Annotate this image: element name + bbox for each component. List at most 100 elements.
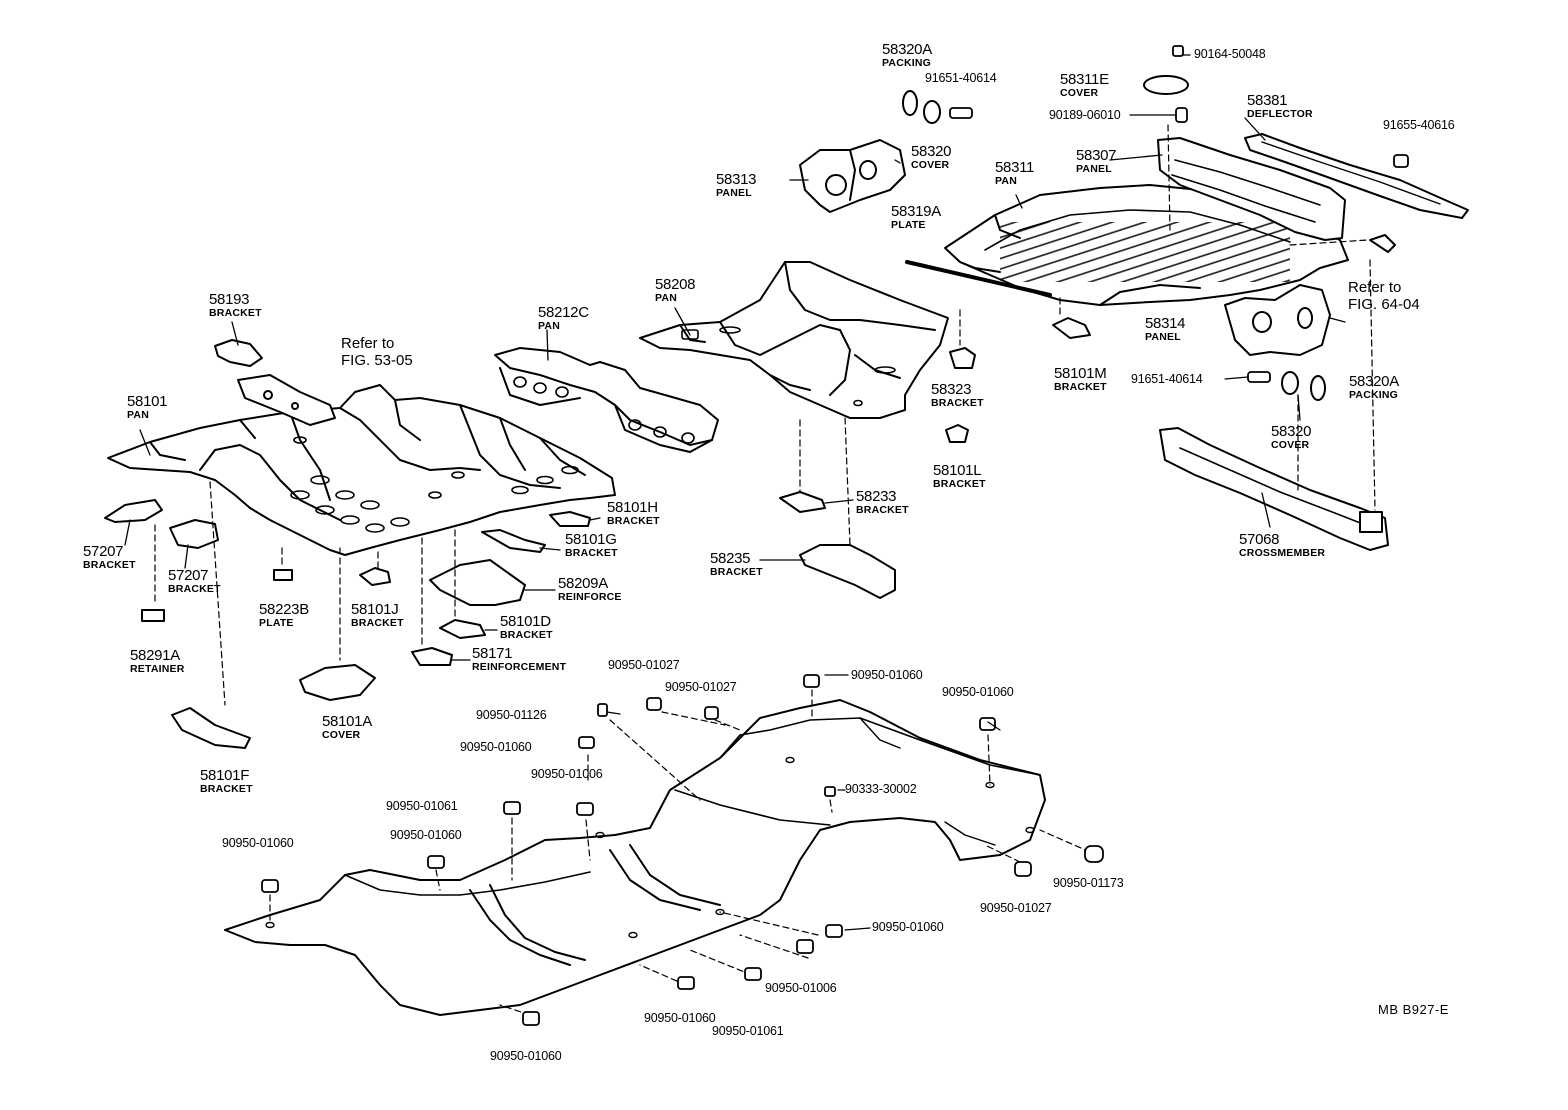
callout-58101G: 58101G BRACKET xyxy=(565,532,618,559)
part-caption: PAN xyxy=(995,175,1017,187)
part-number: 58193 xyxy=(209,291,250,308)
reinforcement-58171-shape xyxy=(411,647,453,666)
part-number: 58212C xyxy=(538,304,589,321)
reference-line-2: FIG. 53-05 xyxy=(341,351,413,369)
part-caption: DEFLECTOR xyxy=(1247,108,1313,120)
callout-58320-top: 58320 COVER xyxy=(911,143,952,171)
cover-58311E-shape xyxy=(1143,75,1189,95)
plug-label-1: 90950-01027 xyxy=(608,658,680,672)
part-number: 57207 xyxy=(83,543,124,560)
callout-58320-right: 58320 COVER xyxy=(1271,424,1312,451)
bracket-58101D-shape xyxy=(439,619,486,639)
callout-58311E: 58311E COVER xyxy=(1060,72,1109,99)
callout-91651-40614-right: 91651-40614 xyxy=(1131,372,1203,386)
plug-label-7: 90950-01006 xyxy=(531,767,603,781)
part-caption: PAN xyxy=(127,409,149,421)
reference-line-2: FIG. 64-04 xyxy=(1348,295,1420,313)
callout-58223B: 58223B PLATE xyxy=(259,602,309,629)
part-caption: BRACKET xyxy=(710,566,763,578)
bracket-ref-shape xyxy=(1369,234,1396,253)
bracket-57207-a-shape xyxy=(104,499,163,523)
bracket-57207-b-shape xyxy=(169,519,219,549)
callout-58313: 58313 PANEL xyxy=(716,172,757,199)
part-number: 58320A xyxy=(1349,373,1399,390)
reference-fig-64-04: Refer to FIG. 64-04 xyxy=(1348,279,1420,314)
crossmember-57068 xyxy=(1159,427,1389,551)
part-number: 58320 xyxy=(911,143,952,160)
part-caption: BRACKET xyxy=(931,397,984,409)
pan-58208 xyxy=(639,261,949,419)
plug-label-18: 90950-01060 xyxy=(490,1049,562,1063)
part-number: 57207 xyxy=(168,567,209,584)
part-caption: CROSSMEMBER xyxy=(1239,547,1326,559)
callout-58323: 58323 BRACKET xyxy=(931,382,984,409)
rear-panel-58307 xyxy=(1157,137,1346,241)
part-caption: COVER xyxy=(322,729,361,741)
part-number: 57068 xyxy=(1239,531,1280,548)
callout-58101: 58101 PAN xyxy=(127,394,168,421)
part-number: 58307 xyxy=(1076,147,1117,164)
callout-90164-50048: 90164-50048 xyxy=(1194,47,1266,61)
part-number: 58101M xyxy=(1054,365,1107,382)
callout-57207-b: 57207 BRACKET xyxy=(168,568,221,595)
part-caption: BRACKET xyxy=(200,783,253,795)
callout-58101M: 58101M BRACKET xyxy=(1054,366,1107,393)
callout-58101D: 58101D BRACKET xyxy=(500,614,553,641)
plug-label-13: 90950-01027 xyxy=(980,901,1052,915)
alignment-lines xyxy=(154,124,1376,1016)
packing-58320A-top-shape xyxy=(902,90,918,116)
part-number: 58381 xyxy=(1247,92,1288,109)
part-caption: COVER xyxy=(1271,439,1310,451)
callout-58381: 58381 DEFLECTOR xyxy=(1247,93,1313,120)
plug-label-4: 90950-01060 xyxy=(942,685,1014,699)
plate-58223B-shape xyxy=(273,569,293,581)
callout-58171: 58171 REINFORCEMENT xyxy=(472,646,566,673)
part-caption: RETAINER xyxy=(130,663,185,675)
plug-label-16: 90950-01060 xyxy=(644,1011,716,1025)
deflector-58381 xyxy=(1244,133,1469,219)
part-caption: PLATE xyxy=(891,219,926,231)
plug-label-17: 90950-01061 xyxy=(712,1024,784,1038)
part-caption: COVER xyxy=(911,159,950,171)
callout-57207-a: 57207 BRACKET xyxy=(83,544,136,571)
part-caption: BRACKET xyxy=(168,583,221,595)
part-caption: BRACKET xyxy=(209,307,262,319)
reference-line-1: Refer to xyxy=(1348,279,1402,296)
plug-label-10: 90950-01060 xyxy=(390,828,462,842)
part-caption: BRACKET xyxy=(83,559,136,571)
part-caption: BRACKET xyxy=(856,504,909,516)
part-caption: PAN xyxy=(655,292,677,304)
small-brackets xyxy=(104,75,1396,749)
callout-58101J: 58101J BRACKET xyxy=(351,602,404,629)
callout-58212C: 58212C PAN xyxy=(538,305,589,332)
callout-58314: 58314 PANEL xyxy=(1145,316,1186,343)
plug-label-8: 90333-30002 xyxy=(845,782,917,796)
callout-58101F: 58101F BRACKET xyxy=(200,768,253,795)
part-caption: BRACKET xyxy=(933,478,986,490)
part-caption: PAN xyxy=(538,320,560,332)
part-caption: PLATE xyxy=(259,617,294,629)
callout-58311: 58311 PAN xyxy=(995,160,1034,187)
cover-58101A-shape xyxy=(299,664,376,701)
plug-label-9: 90950-01061 xyxy=(386,799,458,813)
callout-57068: 57068 CROSSMEMBER xyxy=(1239,532,1325,559)
part-number: 58291A xyxy=(130,647,180,664)
pan-58212C xyxy=(494,347,719,453)
bracket-58101M-shape xyxy=(1052,317,1091,339)
callout-58209A: 58209A REINFORCE xyxy=(558,576,622,603)
part-number: 58223B xyxy=(259,601,309,618)
part-number: 58235 xyxy=(710,550,751,567)
part-caption: BRACKET xyxy=(565,547,618,559)
part-number: 58208 xyxy=(655,276,696,293)
part-caption: BRACKET xyxy=(607,515,660,527)
plug-label-12: 90950-01173 xyxy=(1053,876,1124,890)
part-number: 58101F xyxy=(200,767,250,784)
part-number: 58323 xyxy=(931,381,972,398)
callout-58319A: 58319A PLATE xyxy=(891,204,941,231)
part-number: 58311E xyxy=(1060,71,1109,88)
part-number: 58101H xyxy=(607,499,658,516)
bracket-58323-shape xyxy=(949,347,976,369)
plug-label-14: 90950-01060 xyxy=(872,920,944,934)
bracket-58101J-shape xyxy=(359,567,391,586)
